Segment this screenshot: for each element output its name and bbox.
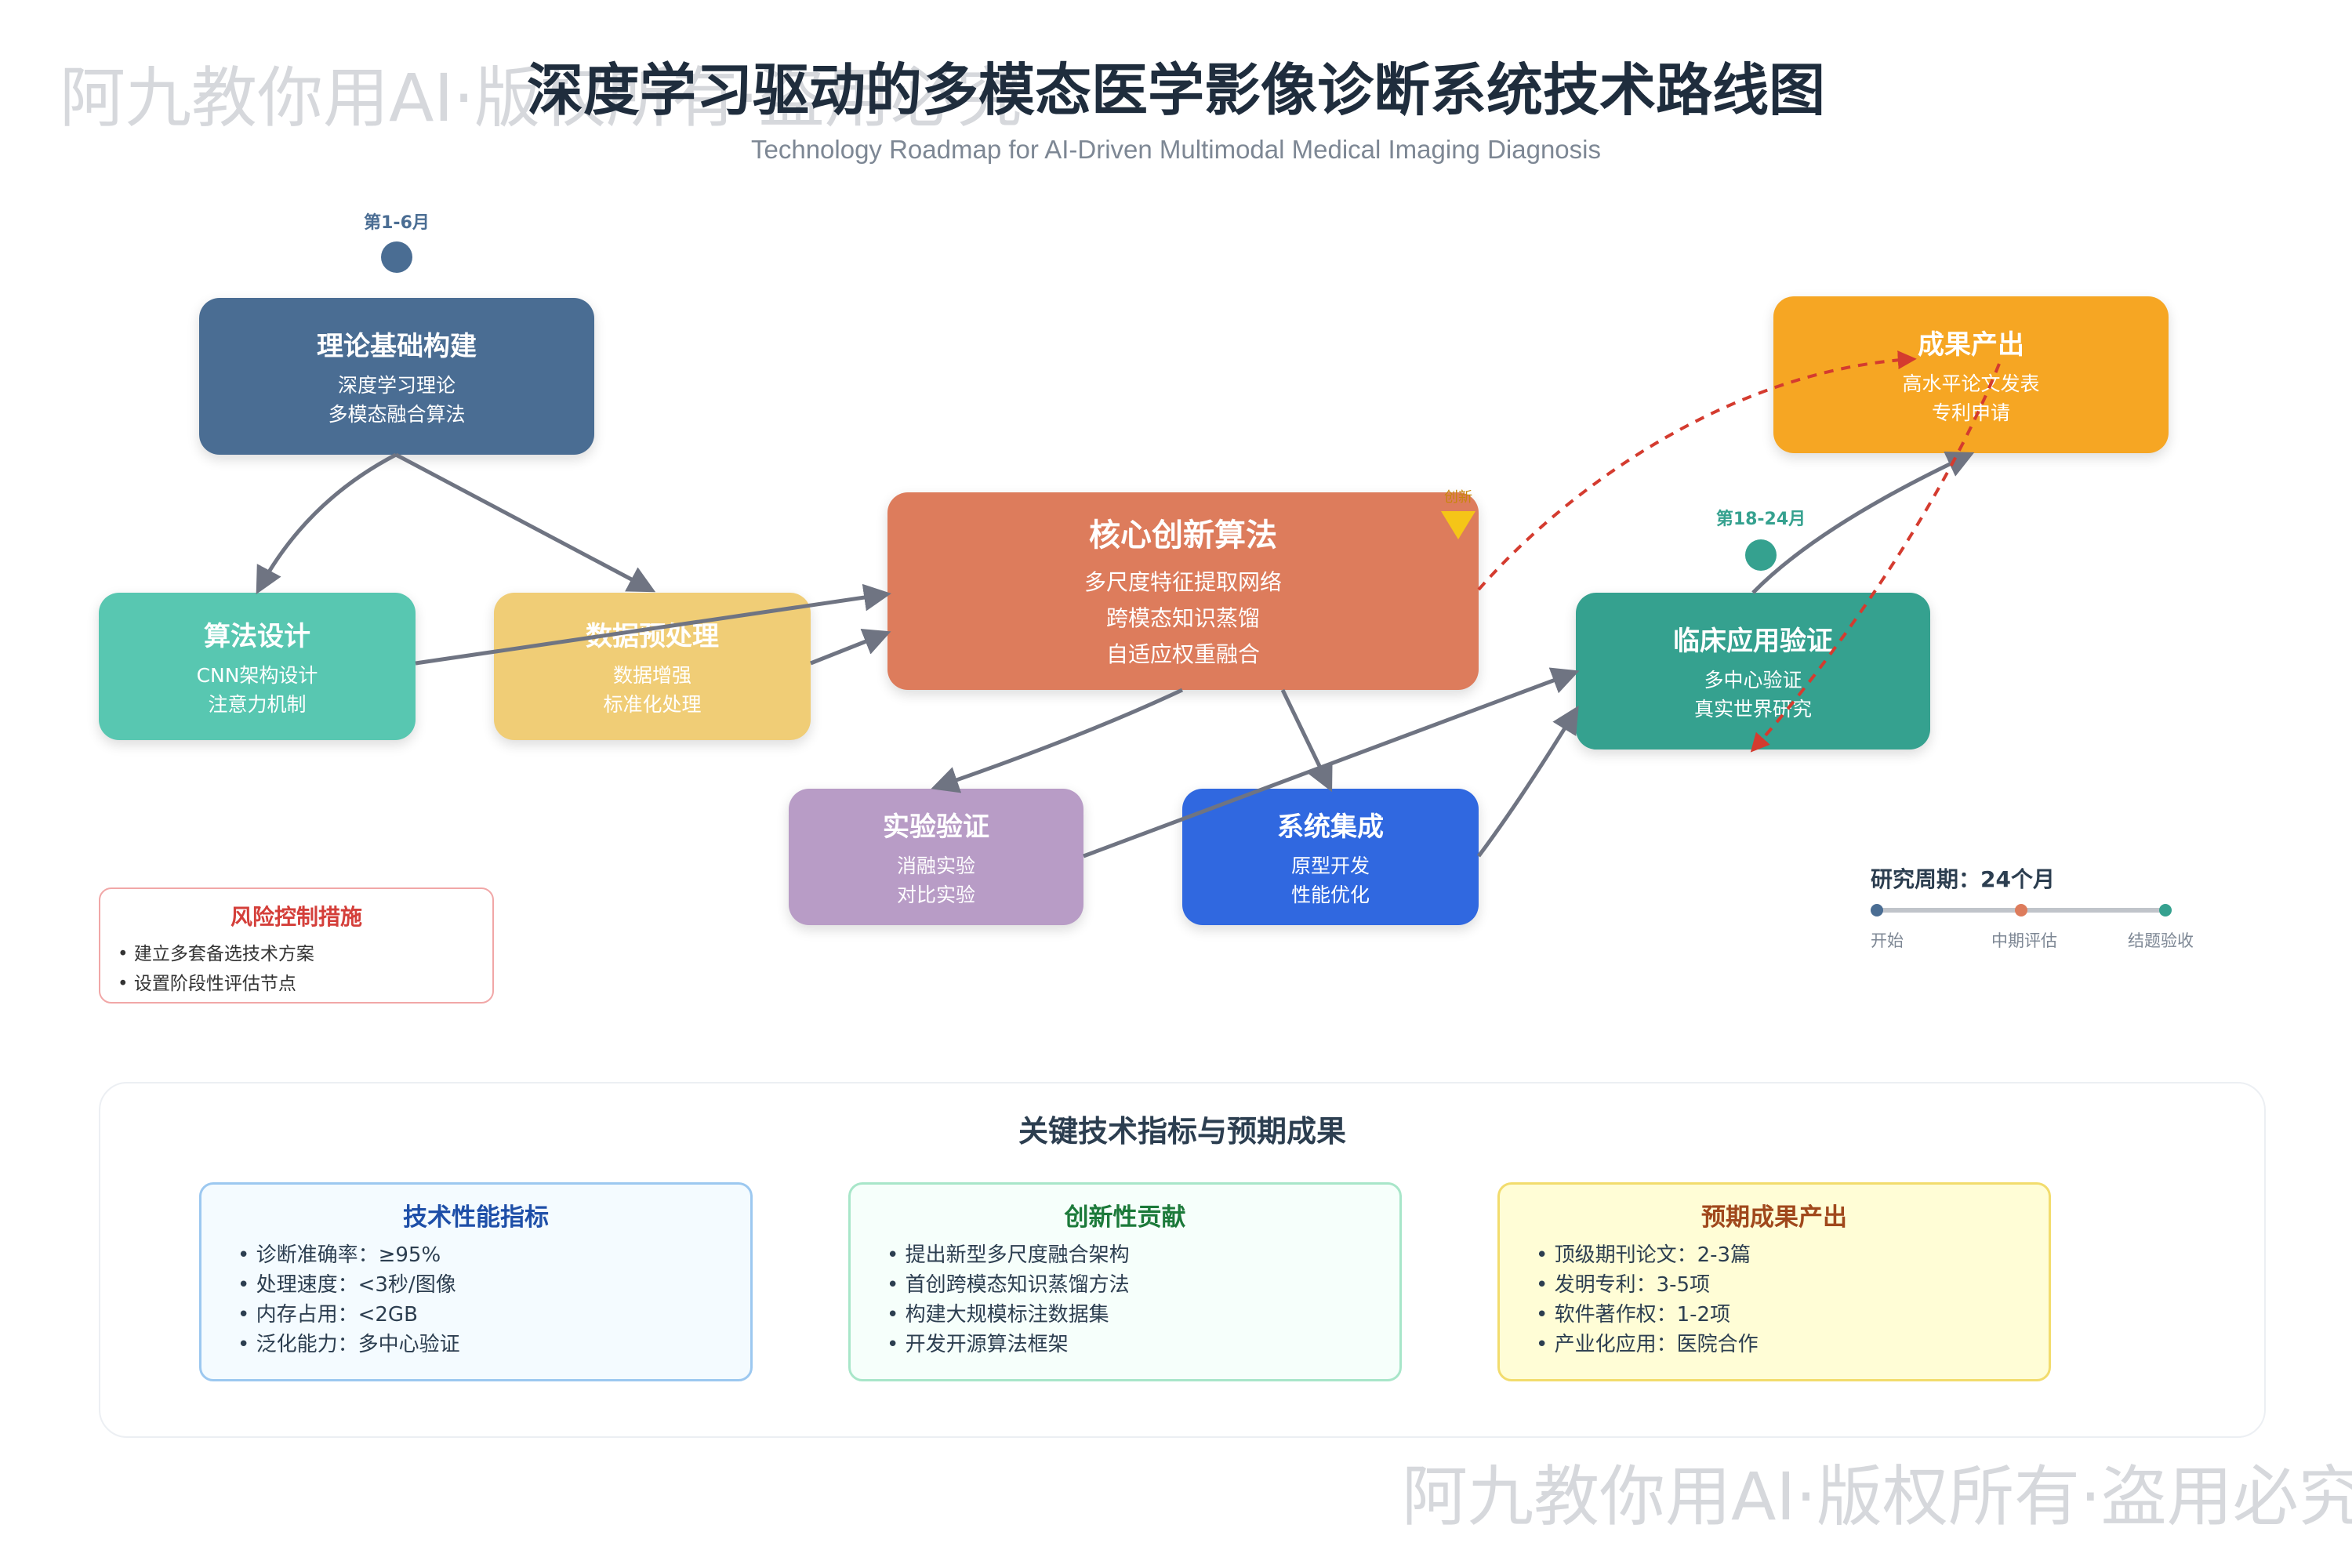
timeline-dot-end bbox=[2159, 904, 2172, 916]
connector-theory-algorithm bbox=[256, 452, 397, 595]
card-tech-metrics: 技术性能指标 • 诊断准确率：≥95% • 处理速度：<3秒/图像 • 内存占用… bbox=[199, 1182, 753, 1381]
card-item: • 构建大规模标注数据集 bbox=[887, 1303, 1109, 1327]
node-theory-line-2: 多模态融合算法 bbox=[328, 402, 466, 426]
node-output-line-1: 高水平论文发表 bbox=[1902, 372, 2040, 395]
watermark-top: 阿九教你用AI·版权所有·盗用必究 bbox=[60, 60, 1022, 136]
card-item: • 开发开源算法框架 bbox=[887, 1333, 1069, 1356]
node-algorithm-title: 算法设计 bbox=[204, 620, 310, 652]
card-expected-output: 预期成果产出 • 顶级期刊论文：2-3篇 • 发明专利：3-5项 • 软件著作权… bbox=[1497, 1182, 2051, 1381]
node-core-line-3: 自适应权重融合 bbox=[1105, 641, 1260, 667]
node-theory-title: 理论基础构建 bbox=[317, 330, 477, 362]
node-preprocess[interactable]: 数据预处理 数据增强 标准化处理 bbox=[494, 593, 811, 740]
phase-label-start: 第1-6月 bbox=[364, 213, 430, 233]
node-output-title: 成果产出 bbox=[1918, 328, 2024, 361]
node-experiment-title: 实验验证 bbox=[883, 811, 989, 843]
node-algorithm-line-1: CNN架构设计 bbox=[196, 663, 318, 687]
card-item: • 处理速度：<3秒/图像 bbox=[238, 1273, 456, 1297]
node-experiment[interactable]: 实验验证 消融实验 对比实验 bbox=[789, 789, 1083, 925]
phase-dot-start bbox=[381, 241, 412, 273]
card-title: 创新性贡献 bbox=[1064, 1203, 1186, 1232]
timeline-title: 研究周期：24个月 bbox=[1871, 866, 2055, 892]
timeline-label-start: 开始 bbox=[1871, 931, 1904, 950]
node-output-line-2: 专利申请 bbox=[1931, 401, 2010, 424]
timeline-dot-mid bbox=[2015, 904, 2027, 916]
node-theory-line-1: 深度学习理论 bbox=[337, 373, 456, 397]
node-theory[interactable]: 理论基础构建 深度学习理论 多模态融合算法 bbox=[199, 298, 594, 455]
phase-dot-end bbox=[1745, 539, 1777, 571]
node-clinical-title: 临床应用验证 bbox=[1673, 625, 1833, 657]
risk-control-box: 风险控制措施 • 建立多套备选技术方案 • 设置阶段性评估节点 bbox=[99, 887, 494, 1004]
node-algorithm-line-2: 注意力机制 bbox=[208, 692, 307, 716]
card-item: • 诊断准确率：≥95% bbox=[238, 1243, 441, 1267]
connector-core-experiment bbox=[931, 688, 1184, 793]
node-integration-title: 系统集成 bbox=[1277, 811, 1384, 843]
node-core[interactable]: 核心创新算法 多尺度特征提取网络 跨模态知识蒸馏 自适应权重融合 bbox=[887, 492, 1479, 690]
page-subtitle: Technology Roadmap for AI-Driven Multimo… bbox=[750, 135, 1601, 164]
card-item: • 泛化能力：多中心验证 bbox=[238, 1333, 460, 1356]
connector-integration-clinical bbox=[1476, 706, 1579, 858]
card-item: • 首创跨模态知识蒸馏方法 bbox=[887, 1273, 1130, 1297]
node-output[interactable]: 成果产出 高水平论文发表 专利申请 bbox=[1773, 296, 2169, 453]
timeline-dot-start bbox=[1871, 904, 1883, 916]
card-item: • 发明专利：3-5项 bbox=[1536, 1273, 1711, 1297]
connector-preprocess-core bbox=[810, 629, 891, 666]
timeline-label-end: 结题验收 bbox=[2128, 931, 2194, 950]
node-algorithm[interactable]: 算法设计 CNN架构设计 注意力机制 bbox=[99, 593, 416, 740]
card-title: 技术性能指标 bbox=[403, 1203, 549, 1232]
node-core-title: 核心创新算法 bbox=[1089, 517, 1277, 554]
node-core-line-2: 跨模态知识蒸馏 bbox=[1105, 605, 1260, 631]
node-core-line-1: 多尺度特征提取网络 bbox=[1083, 569, 1282, 595]
node-integration[interactable]: 系统集成 原型开发 性能优化 bbox=[1182, 789, 1479, 925]
timeline-label-mid: 中期评估 bbox=[1991, 931, 2057, 950]
risk-title: 风险控制措施 bbox=[230, 904, 362, 930]
node-integration-line-2: 性能优化 bbox=[1290, 883, 1370, 906]
innovation-badge-label: 创新 bbox=[1444, 489, 1472, 506]
node-integration-line-1: 原型开发 bbox=[1290, 854, 1370, 877]
node-clinical[interactable]: 临床应用验证 多中心验证 真实世界研究 bbox=[1576, 593, 1930, 750]
node-clinical-line-2: 真实世界研究 bbox=[1693, 697, 1812, 720]
page-title: 深度学习驱动的多模态医学影像诊断系统技术路线图 bbox=[526, 57, 1825, 123]
card-innovation: 创新性贡献 • 提出新型多尺度融合架构 • 首创跨模态知识蒸馏方法 • 构建大规… bbox=[848, 1182, 1402, 1381]
connector-core-integration bbox=[1280, 688, 1333, 793]
card-item: • 产业化应用：医院合作 bbox=[1536, 1333, 1759, 1356]
card-item: • 内存占用：<2GB bbox=[238, 1303, 418, 1327]
card-item: • 软件著作权：1-2项 bbox=[1536, 1303, 1731, 1327]
node-experiment-line-2: 对比实验 bbox=[896, 883, 975, 906]
card-item: • 顶级期刊论文：2-3篇 bbox=[1536, 1243, 1751, 1267]
node-preprocess-line-2: 标准化处理 bbox=[603, 692, 702, 716]
phase-label-end: 第18-24月 bbox=[1715, 510, 1806, 529]
connector-theory-preprocess bbox=[394, 452, 656, 593]
watermark-bottom: 阿九教你用AI·版权所有·盗用必究 bbox=[1402, 1458, 2352, 1535]
node-clinical-line-1: 多中心验证 bbox=[1704, 668, 1802, 691]
innovation-badge-icon bbox=[1441, 511, 1475, 539]
card-item: • 提出新型多尺度融合架构 bbox=[887, 1243, 1130, 1267]
node-experiment-line-1: 消融实验 bbox=[896, 854, 975, 877]
research-timeline: 研究周期：24个月 开始 中期评估 结题验收 bbox=[1871, 862, 2223, 956]
card-title: 预期成果产出 bbox=[1701, 1203, 1847, 1232]
risk-item: • 设置阶段性评估节点 bbox=[118, 974, 296, 994]
node-preprocess-title: 数据预处理 bbox=[586, 620, 719, 652]
metrics-panel: 关键技术指标与预期成果 技术性能指标 • 诊断准确率：≥95% • 处理速度：<… bbox=[99, 1082, 2266, 1438]
metrics-panel-title: 关键技术指标与预期成果 bbox=[1018, 1114, 1346, 1149]
risk-item: • 建立多套备选技术方案 bbox=[118, 944, 314, 964]
node-preprocess-line-1: 数据增强 bbox=[612, 663, 691, 687]
